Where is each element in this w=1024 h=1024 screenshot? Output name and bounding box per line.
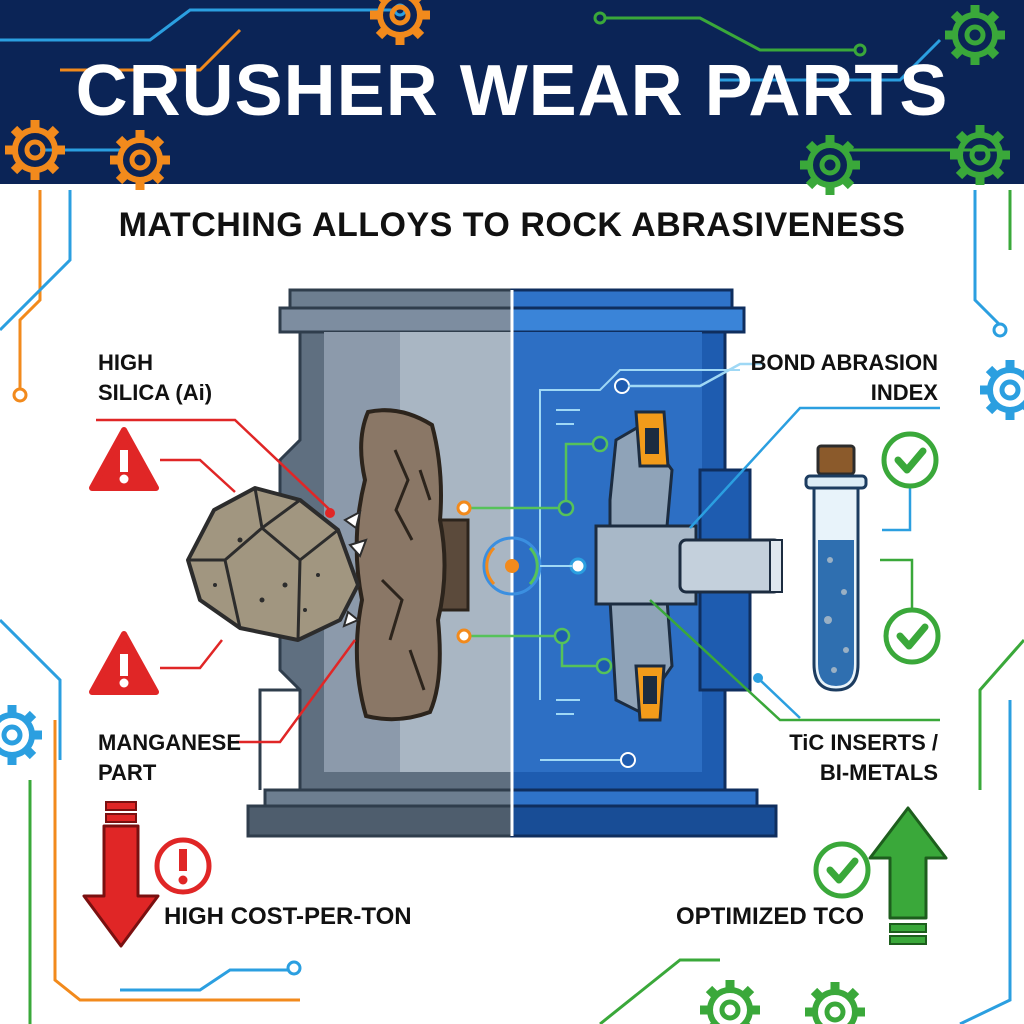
bond-abrasion-label: BOND ABRASION INDEX [751, 348, 938, 408]
manganese-label-line2: PART [98, 760, 157, 785]
header-circuit-lines [0, 3, 1000, 152]
circuit-overlay-green [470, 435, 613, 675]
warning-icon [154, 837, 212, 895]
tic-inserts-label: TiC INSERTS / BI-METALS [789, 728, 938, 788]
page-title: CRUSHER WEAR PARTS [75, 51, 949, 131]
check-icon [884, 434, 936, 486]
arrow-up-icon [868, 806, 948, 945]
callout-lines-left [96, 418, 357, 744]
silica-label-line2: SILICA (Ai) [98, 380, 213, 405]
silica-label: HIGH SILICA (Ai) [98, 348, 212, 408]
manganese-liner [354, 408, 470, 722]
silica-label-line1: HIGH [98, 350, 153, 375]
center-node [456, 500, 587, 644]
rock-icon [186, 486, 368, 642]
test-tube-icon [804, 444, 868, 692]
check-icon [886, 610, 938, 662]
side-circuit-lines [0, 190, 1024, 1024]
header-band [0, 0, 1024, 184]
bond-abrasion-line2: INDEX [870, 380, 938, 405]
check-icon [816, 844, 868, 896]
callout-lines-right [628, 362, 940, 722]
manganese-part-label: MANGANESE PART [98, 728, 241, 788]
warning-icon [92, 430, 156, 488]
tic-inserts-line2: BI-METALS [819, 760, 938, 785]
manganese-label-line1: MANGANESE [98, 730, 242, 755]
bond-abrasion-line1: BOND ABRASION [750, 350, 938, 375]
page-subtitle: MATCHING ALLOYS TO ROCK ABRASIVENESS [118, 206, 906, 244]
optimized-tco-label: OPTIMIZED TCO [676, 903, 864, 930]
tic-inserts-line1: TiC INSERTS / [789, 730, 938, 755]
warning-icon [92, 634, 156, 692]
high-cost-label: HIGH COST-PER-TON [164, 903, 412, 930]
arrow-down-icon [82, 801, 160, 948]
circuit-overlay [539, 369, 740, 768]
jaw-plate [594, 410, 783, 722]
